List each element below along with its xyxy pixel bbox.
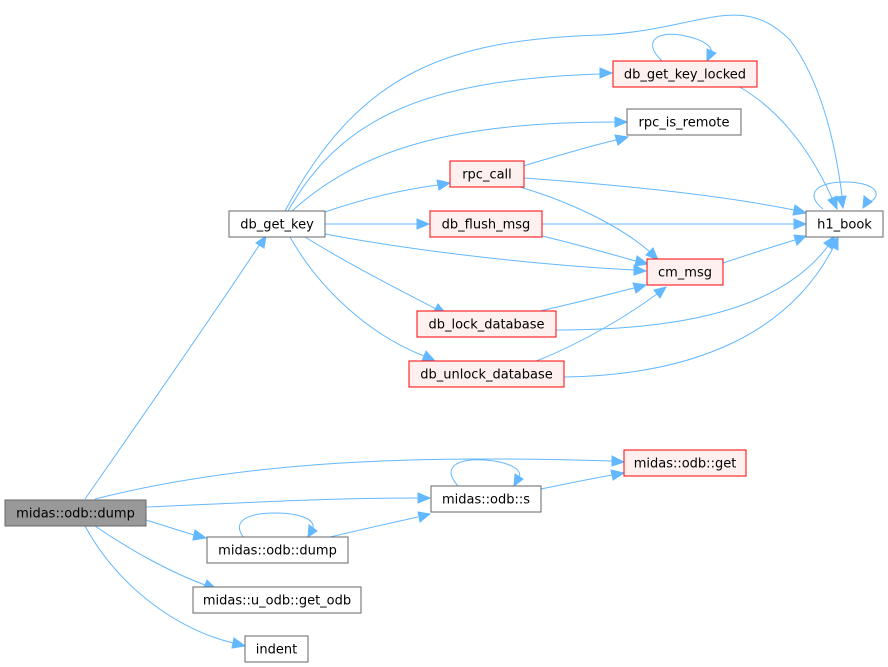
edge-db-get-key-to-db-flush-msg <box>325 218 431 230</box>
edge-db-unlock-database-to-cm-msg <box>533 286 667 363</box>
node-label-midas-u-odb-get-odb: midas::u_odb::get_odb <box>203 594 351 609</box>
edge-midas-odb-dump-root-to-indent <box>84 525 247 649</box>
node-label-midas-odb-dump: midas::odb::dump <box>218 544 337 559</box>
node-midas-odb-dump[interactable]: midas::odb::dump <box>206 536 349 564</box>
edge-midas-odb-dump-to-midas-odb-s <box>329 511 432 538</box>
edge-db-lock-database-to-cm-msg <box>539 282 648 312</box>
node-rpc-call[interactable]: rpc_call <box>449 160 525 188</box>
node-box-rpc-is-remote <box>626 108 742 136</box>
edge-rpc-call-to-rpc-is-remote <box>522 134 630 167</box>
edge-db-get-key-to-cm-msg <box>324 233 648 276</box>
node-label-midas-odb-dump-root: midas::odb::dump <box>16 507 135 522</box>
edge-midas-odb-s-to-midas-odb-get <box>540 469 626 490</box>
node-box-db-flush-msg <box>429 210 543 238</box>
edge-midas-odb-dump-root-to-db-get-key <box>84 234 267 500</box>
node-label-rpc-call: rpc_call <box>462 168 512 183</box>
node-db-get-key[interactable]: db_get_key <box>228 210 326 238</box>
edge-midas-odb-dump-root-to-midas-odb-dump <box>145 519 208 541</box>
edge-db-get-key-locked-to-h1-book <box>737 85 838 211</box>
node-label-indent: indent <box>256 643 297 658</box>
node-label-db-get-key-locked: db_get_key_locked <box>624 68 746 83</box>
node-label-midas-odb-s: midas::odb::s <box>442 493 530 508</box>
node-box-db-unlock-database <box>408 360 565 388</box>
node-midas-odb-s[interactable]: midas::odb::s <box>430 485 542 513</box>
node-label-db-lock-database: db_lock_database <box>428 318 544 333</box>
node-label-rpc-is-remote: rpc_is_remote <box>639 116 730 131</box>
node-box-db-get-key-locked <box>612 60 758 88</box>
node-label-db-get-key: db_get_key <box>240 218 314 233</box>
edge-db-unlock-database-to-h1-book <box>563 235 839 378</box>
node-box-midas-odb-s <box>430 485 542 513</box>
node-label-midas-odb-get: midas::odb::get <box>634 457 737 472</box>
node-midas-u-odb-get-odb[interactable]: midas::u_odb::get_odb <box>192 586 362 614</box>
edge-midas-odb-dump-root-to-midas-odb-s <box>145 492 432 508</box>
node-h1-book[interactable]: h1_book <box>805 210 884 238</box>
node-db-lock-database[interactable]: db_lock_database <box>416 310 557 338</box>
edge-midas-odb-s-self-loop <box>450 459 524 488</box>
node-box-indent <box>244 635 309 663</box>
node-label-db-unlock-database: db_unlock_database <box>420 368 553 383</box>
node-box-midas-odb-dump <box>206 536 349 564</box>
edge-db-get-key-locked-self-loop <box>652 33 717 63</box>
node-box-cm-msg <box>646 258 724 286</box>
node-label-h1-book: h1_book <box>817 218 872 233</box>
node-box-db-get-key <box>228 210 326 238</box>
edge-rpc-call-to-h1-book <box>523 177 808 216</box>
edge-db-flush-msg-to-cm-msg <box>541 235 650 267</box>
node-box-db-lock-database <box>416 310 557 338</box>
edge-db-flush-msg-to-h1-book <box>542 218 808 230</box>
edge-db-get-key-to-rpc-call <box>324 179 452 213</box>
edge-cm-msg-to-h1-book <box>722 234 808 264</box>
node-midas-odb-get[interactable]: midas::odb::get <box>623 449 747 477</box>
edges-layer <box>84 14 877 649</box>
edge-midas-odb-dump-self-loop <box>238 512 318 539</box>
node-rpc-is-remote[interactable]: rpc_is_remote <box>626 108 742 136</box>
edge-db-get-key-to-db-unlock-database <box>289 236 437 362</box>
edge-db-get-key-to-h1-book <box>284 14 847 212</box>
edge-db-get-key-to-db-get-key-locked <box>287 67 614 212</box>
node-midas-odb-dump-root: midas::odb::dump <box>4 499 147 527</box>
node-db-unlock-database[interactable]: db_unlock_database <box>408 360 565 388</box>
node-box-rpc-call <box>449 160 525 188</box>
edge-db-get-key-to-db-lock-database <box>304 236 448 315</box>
node-label-cm-msg: cm_msg <box>658 266 712 281</box>
node-label-db-flush-msg: db_flush_msg <box>442 218 531 233</box>
node-box-midas-u-odb-get-odb <box>192 586 362 614</box>
nodes-layer: midas::odb::dump db_get_key db_get_key_loc… <box>4 60 884 663</box>
edge-midas-odb-dump-root-to-midas-odb-get <box>94 455 626 500</box>
node-box-midas-odb-get <box>623 449 747 477</box>
node-box-h1-book <box>805 210 884 238</box>
edge-db-get-key-to-rpc-is-remote <box>291 116 629 212</box>
node-cm-msg[interactable]: cm_msg <box>646 258 724 286</box>
edge-h1-book-self-loop <box>813 181 877 210</box>
node-db-get-key-locked[interactable]: db_get_key_locked <box>612 60 758 88</box>
node-indent[interactable]: indent <box>244 635 309 663</box>
edge-rpc-call-to-cm-msg <box>519 186 659 261</box>
node-db-flush-msg[interactable]: db_flush_msg <box>429 210 543 238</box>
node-box-midas-odb-dump-root <box>4 499 147 527</box>
